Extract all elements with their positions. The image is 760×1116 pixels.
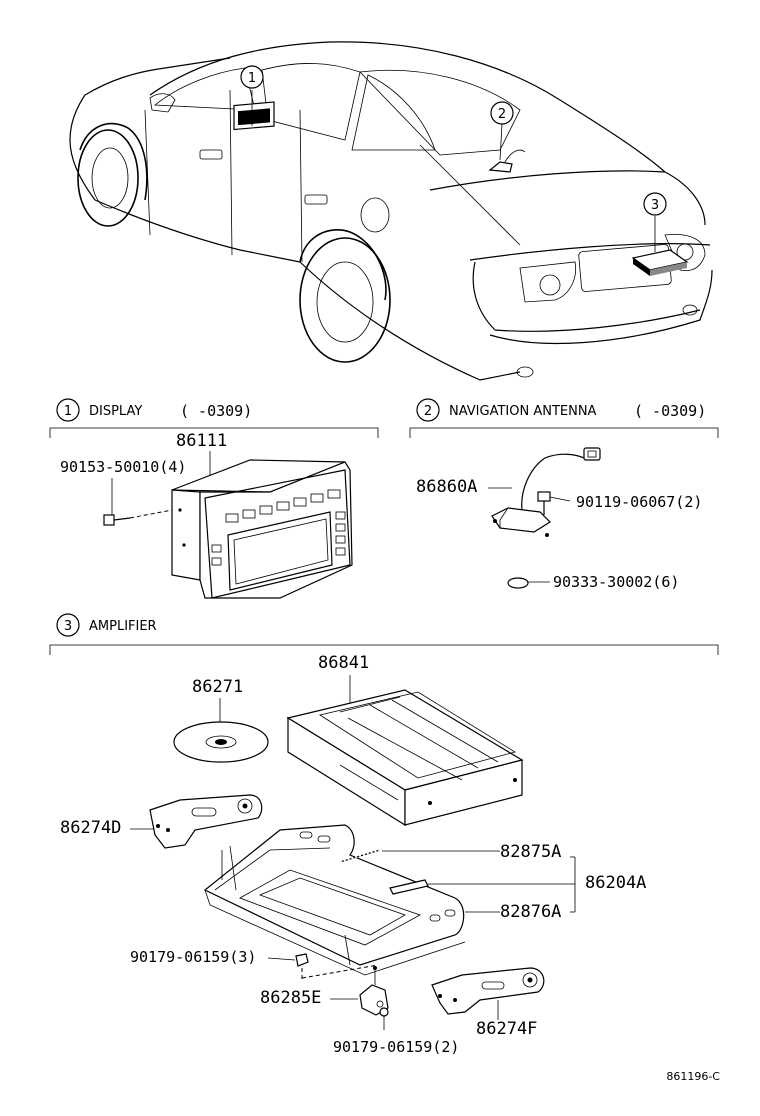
part-82875A: 82875A [500, 842, 561, 862]
section-1-date-range: ( -0309) [180, 402, 252, 420]
display-buttons [211, 489, 346, 566]
bolt-icon [537, 491, 571, 515]
callout-2: 2 [490, 101, 514, 125]
part-90119-06067: 90119-06067(2) [576, 493, 702, 511]
bracket-left-illustration [149, 794, 263, 849]
part-86841: 86841 [318, 653, 369, 673]
section-2-circle [416, 398, 440, 422]
svg-text:3: 3 [651, 198, 659, 213]
vehicle-antenna-unit [488, 149, 526, 173]
section-2-number: 2 [424, 404, 432, 419]
tray-illustration [203, 824, 466, 976]
part-86271: 86271 [192, 677, 243, 697]
section-1-bracket [49, 427, 379, 438]
part-86285E: 86285E [260, 988, 321, 1008]
display-unit-illustration [171, 459, 353, 599]
part-90179-06159-2: 90179-06159(2) [333, 1038, 459, 1056]
part-90333-30002: 90333-30002(6) [553, 573, 679, 591]
figure-id: 861196-C [666, 1070, 720, 1083]
callout-3: 3 [643, 192, 667, 216]
section-display: 1 DISPLAY ( -0309) 86111 90153-50010(4) [49, 398, 379, 599]
part-90179-06159-3: 90179-06159(3) [130, 948, 256, 966]
svg-text:2: 2 [498, 107, 506, 122]
part-86274F: 86274F [476, 1019, 537, 1039]
part-86274D: 86274D [60, 818, 121, 838]
vehicle-display-unit [233, 101, 275, 131]
part-90153-50010: 90153-50010(4) [60, 458, 186, 476]
section-3-bracket [49, 644, 719, 655]
part-86204A: 86204A [585, 873, 646, 893]
plate-illustration [389, 879, 575, 895]
section-2-date-range: ( -0309) [634, 402, 706, 420]
antenna-illustration [491, 447, 601, 537]
clamp-illustration [359, 968, 389, 1016]
section-3-title: AMPLIFIER [89, 619, 157, 634]
screw-icon [103, 509, 173, 526]
part-82876A: 82876A [500, 902, 561, 922]
section-navigation-antenna: 2 NAVIGATION ANTENNA ( -0309) 86860A 901… [409, 398, 719, 591]
section-2-title: NAVIGATION ANTENNA [449, 404, 597, 419]
nut-icon [295, 953, 379, 980]
clip-icon [507, 577, 550, 589]
section-2-bracket [409, 427, 719, 438]
svg-text:1: 1 [248, 71, 256, 86]
car-illustration: 1 2 3 [69, 41, 713, 381]
vehicle-amplifier-unit [631, 249, 689, 276]
bracket-right-illustration [431, 967, 545, 1020]
screw2-icon [379, 1007, 389, 1030]
section-amplifier: 3 AMPLIFIER 86841 86271 86 [49, 613, 719, 1056]
part-86111: 86111 [176, 431, 227, 451]
section-1-circle [56, 398, 80, 422]
part-86860A: 86860A [416, 477, 477, 497]
amplifier-illustration [286, 689, 524, 945]
section-3-number: 3 [64, 619, 72, 634]
callout-1: 1 [240, 65, 264, 89]
disc-illustration [173, 721, 269, 763]
section-1-number: 1 [64, 404, 72, 419]
damper-illustration [339, 849, 500, 863]
section-1-title: DISPLAY [89, 404, 142, 419]
section-3-circle [56, 613, 80, 637]
